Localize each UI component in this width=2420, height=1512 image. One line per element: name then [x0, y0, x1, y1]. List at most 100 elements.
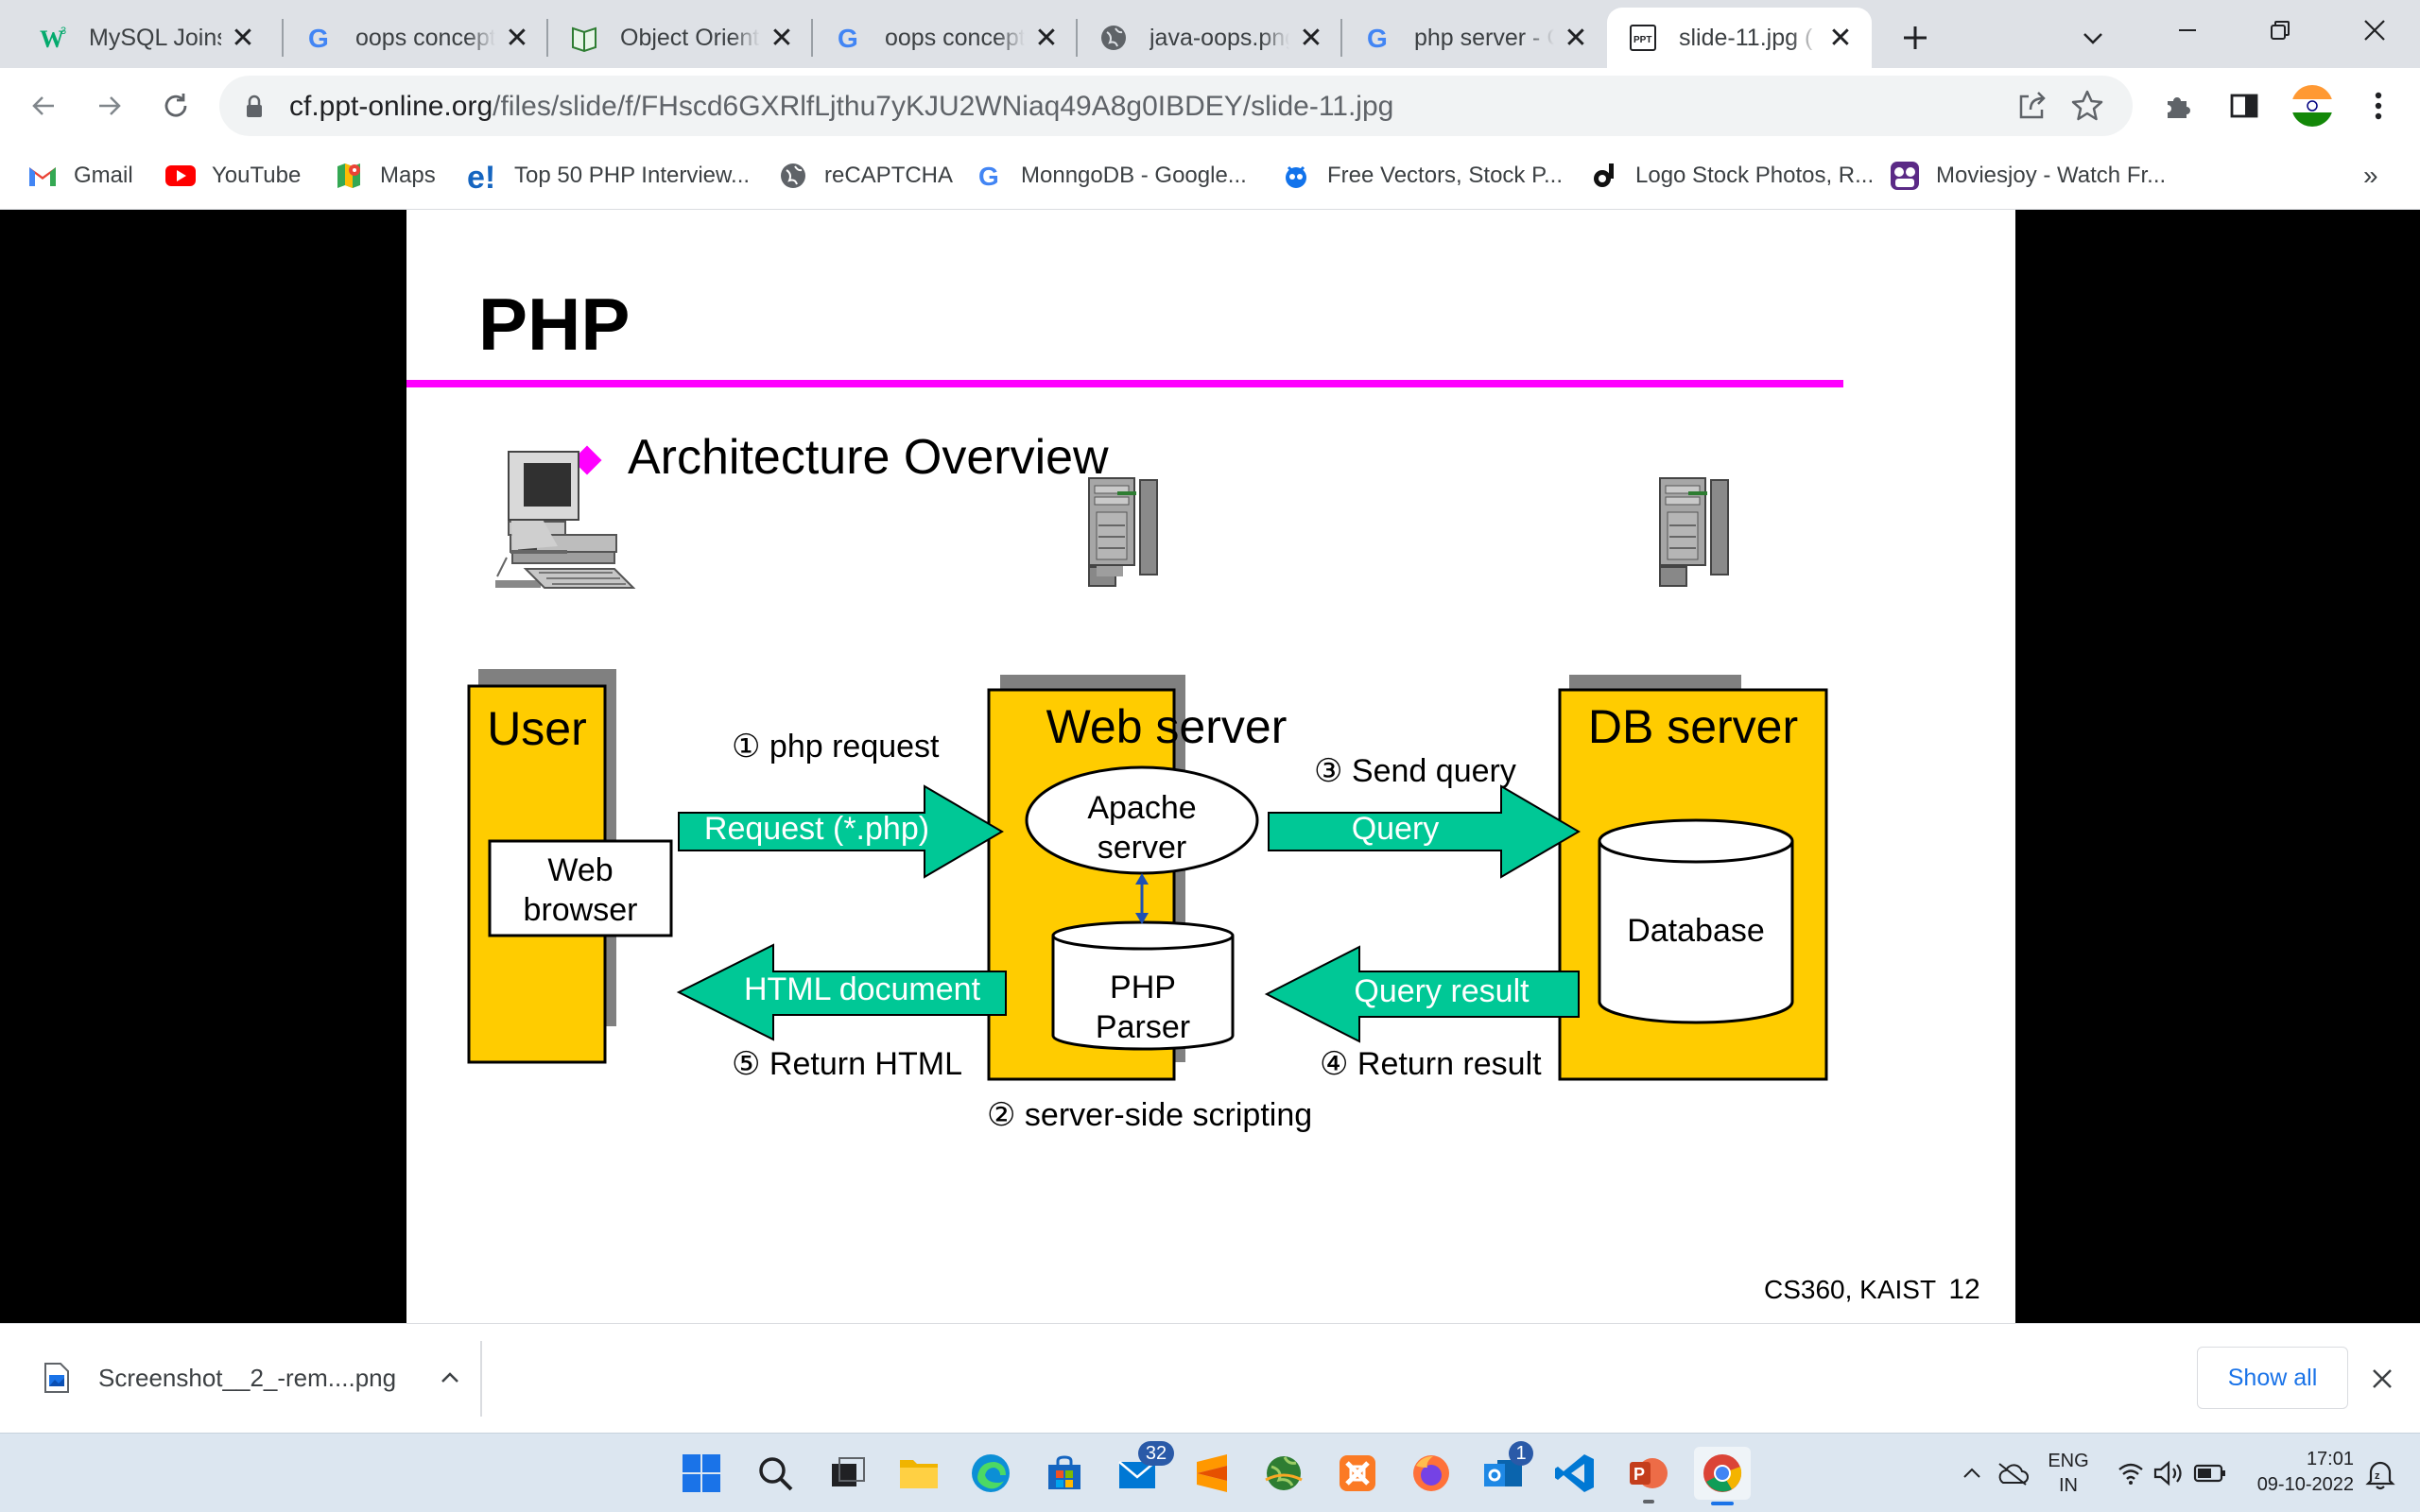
- web-browser-box: [488, 839, 673, 937]
- php-parser-label: PHP Parser: [1053, 968, 1233, 1047]
- url-path: /files/slide/f/FHscd6GXRlfLjthu7yKJU2WNi…: [493, 91, 1394, 122]
- task-view-button[interactable]: [821, 1447, 873, 1500]
- chrome-button[interactable]: [1694, 1447, 1751, 1505]
- close-tab-icon[interactable]: ✕: [1299, 22, 1323, 54]
- bookmark-label: Maps: [380, 163, 436, 188]
- tab-title: php server - C: [1414, 24, 1554, 51]
- download-item[interactable]: Screenshot__2_-rem....png: [19, 1337, 480, 1418]
- close-tab-icon[interactable]: ✕: [1564, 22, 1588, 54]
- html-document-arrow-label: HTML document: [743, 971, 981, 1007]
- powerpoint-button[interactable]: P: [1622, 1447, 1675, 1503]
- chevron-up-icon[interactable]: [439, 1366, 461, 1389]
- side-panel-button[interactable]: [2218, 79, 2271, 132]
- svg-text:W: W: [40, 26, 64, 53]
- bookmark-monngodb[interactable]: G MonngoDB - Google...: [974, 157, 1247, 195]
- store-bag-icon: [1048, 1455, 1080, 1489]
- file-explorer-button[interactable]: [892, 1447, 945, 1500]
- footer-page-number: 12: [1948, 1274, 1980, 1305]
- profile-avatar[interactable]: [2286, 79, 2339, 132]
- bookmark-label: MonngoDB - Google...: [1021, 163, 1247, 188]
- bookmarks-bar: Gmail YouTube Maps e! Top 50 PHP Intervi…: [0, 144, 2420, 210]
- web-browser-line-1: Web: [547, 852, 614, 888]
- close-download-bar-button[interactable]: [2365, 1362, 2399, 1396]
- slide-title: PHP: [478, 283, 631, 366]
- tray-overflow-button[interactable]: [1957, 1458, 1987, 1488]
- xampp-icon: [1340, 1455, 1375, 1491]
- notifications-button[interactable]: z: [2363, 1458, 2397, 1490]
- menu-button[interactable]: [2352, 79, 2405, 132]
- restore-button[interactable]: [2235, 0, 2325, 60]
- bookmark-maps[interactable]: Maps: [333, 157, 436, 195]
- svg-text:z: z: [2375, 1470, 2380, 1482]
- back-button[interactable]: [17, 79, 70, 132]
- close-tab-icon[interactable]: ✕: [769, 22, 794, 54]
- google-icon: G: [834, 23, 864, 53]
- address-bar[interactable]: cf.ppt-online.org/files/slide/f/FHscd6GX…: [219, 76, 2133, 136]
- onedrive-button[interactable]: [1995, 1456, 2031, 1490]
- tab-php-server[interactable]: G php server - C ✕: [1342, 8, 1607, 68]
- sublime-button[interactable]: [1185, 1447, 1238, 1500]
- firefox-button[interactable]: [1405, 1447, 1458, 1500]
- tab-title: java-oops.png: [1150, 24, 1289, 51]
- tab-search-button[interactable]: [2070, 15, 2116, 60]
- tab-oops-concept-2[interactable]: G oops concept ✕: [813, 8, 1078, 68]
- url-domain: cf.ppt-online.org: [289, 91, 493, 122]
- tab-java-oops[interactable]: java-oops.png ✕: [1078, 8, 1342, 68]
- web-browser-label: Web browser: [490, 850, 671, 930]
- tab-separator: [546, 19, 548, 57]
- outlook-button[interactable]: 1: [1477, 1441, 1533, 1500]
- bookmark-gmail[interactable]: Gmail: [26, 157, 133, 195]
- xampp-button[interactable]: [1331, 1447, 1384, 1500]
- edge-button[interactable]: [964, 1447, 1017, 1500]
- step-2-label: ② server-side scripting: [987, 1097, 1313, 1133]
- bookmark-star-icon[interactable]: [2070, 89, 2104, 123]
- taskbar-search-button[interactable]: [749, 1447, 802, 1500]
- close-tab-icon[interactable]: ✕: [1034, 22, 1059, 54]
- bookmark-moviesjoy[interactable]: Moviesjoy - Watch Fr...: [1889, 157, 2166, 195]
- share-icon[interactable]: [2015, 89, 2049, 123]
- browser-toolbar: cf.ppt-online.org/files/slide/f/FHscd6GX…: [0, 68, 2420, 144]
- close-tab-icon[interactable]: ✕: [231, 22, 255, 54]
- bookmarks-overflow-button[interactable]: »: [2363, 157, 2378, 195]
- bookmark-recaptcha[interactable]: reCAPTCHA: [777, 157, 953, 195]
- bookmark-youtube[interactable]: YouTube: [164, 157, 301, 195]
- mail-icon: [1118, 1461, 1156, 1488]
- volume-icon[interactable]: [2152, 1458, 2186, 1488]
- tab-oops-concept[interactable]: G oops concept ✕: [284, 8, 548, 68]
- language-indicator[interactable]: ENG IN: [2040, 1449, 2097, 1498]
- show-all-button[interactable]: Show all: [2197, 1347, 2348, 1409]
- mail-button[interactable]: 32: [1112, 1441, 1174, 1500]
- minimize-icon: [2179, 29, 2196, 31]
- new-tab-button[interactable]: [1893, 15, 1938, 60]
- close-tab-icon[interactable]: ✕: [1828, 22, 1853, 54]
- minimize-button[interactable]: [2142, 0, 2233, 60]
- tab-title: MySQL Joins: [89, 24, 221, 51]
- reload-button[interactable]: [149, 79, 202, 132]
- search-icon: [759, 1457, 793, 1491]
- globe-app-button[interactable]: [1257, 1447, 1310, 1500]
- clock[interactable]: 17:01 09-10-2022: [2240, 1447, 2354, 1498]
- globe-network-icon: [1265, 1456, 1303, 1490]
- svg-text:G: G: [978, 162, 999, 190]
- bookmark-edureka[interactable]: e! Top 50 PHP Interview...: [467, 157, 750, 195]
- bookmark-free-vectors[interactable]: Free Vectors, Stock P...: [1280, 157, 1563, 195]
- start-button[interactable]: [675, 1447, 728, 1500]
- vscode-icon: [1555, 1454, 1594, 1492]
- close-tab-icon[interactable]: ✕: [505, 22, 529, 54]
- bookmark-logo-stock[interactable]: Logo Stock Photos, R...: [1588, 157, 1874, 195]
- vscode-button[interactable]: [1548, 1447, 1601, 1500]
- store-button[interactable]: [1038, 1447, 1091, 1500]
- close-window-button[interactable]: [2329, 0, 2420, 60]
- tab-slide-11[interactable]: PPT slide-11.jpg ( ✕: [1607, 8, 1872, 68]
- download-bar: Screenshot__2_-rem....png Show all: [0, 1323, 2420, 1433]
- tab-title: oops concept: [885, 24, 1025, 51]
- step-1-label: ① php request: [732, 729, 940, 765]
- extensions-button[interactable]: [2152, 79, 2204, 132]
- wifi-icon[interactable]: [2116, 1458, 2146, 1488]
- battery-icon[interactable]: [2193, 1460, 2227, 1486]
- youtube-icon: [164, 160, 197, 192]
- tab-object-orient[interactable]: Object Orient ✕: [548, 8, 813, 68]
- forward-button[interactable]: [83, 79, 136, 132]
